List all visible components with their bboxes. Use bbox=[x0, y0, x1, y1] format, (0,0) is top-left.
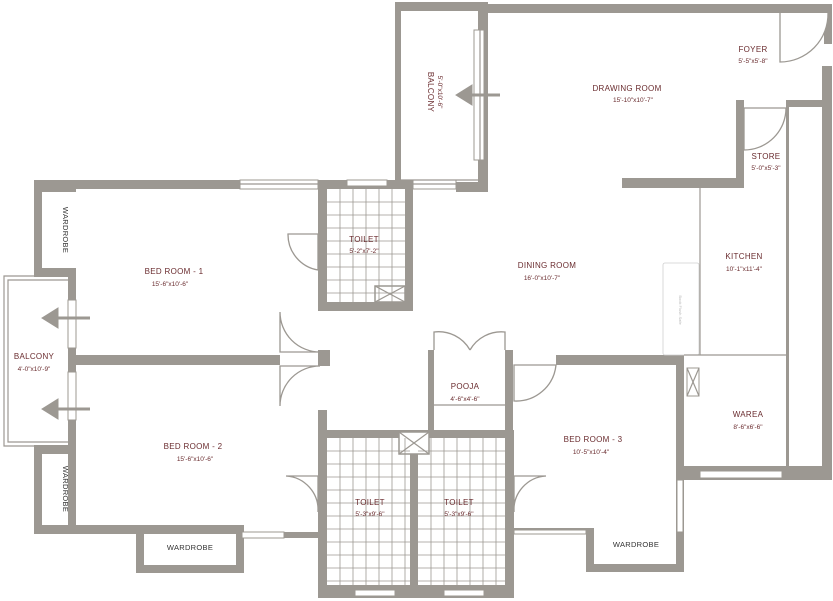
wardrobe-labels: WARDROBE WARDROBE WARDROBE WARDROBE Book… bbox=[61, 207, 683, 552]
kitchen-dim: 10'-1"x11'-4" bbox=[726, 266, 763, 273]
foyer-dim: 5'-5"x5'-8" bbox=[738, 58, 768, 65]
dining-room-label: DINING ROOM bbox=[518, 261, 576, 270]
bedroom-3-dim: 10'-5"x10'-4" bbox=[573, 449, 610, 456]
toilet-1-label: TOILET bbox=[349, 235, 379, 244]
balcony-left-dim: 4'-0"x10'-9" bbox=[18, 366, 51, 373]
room-labels: FOYER 5'-5"x5'-8" DRAWING ROOM 15'-10"x1… bbox=[14, 45, 781, 518]
wardrobe-bedroom-2-side-label: WARDROBE bbox=[61, 466, 70, 512]
store-dim: 5'-0"x5'-3" bbox=[751, 165, 781, 172]
pooja-dim: 4'-6"x4'-6" bbox=[450, 396, 480, 403]
bedroom-3-label: BED ROOM - 3 bbox=[564, 435, 623, 444]
warea-label: WAREA bbox=[733, 410, 764, 419]
toilet-2-dim: 5'-3"x9'-6" bbox=[355, 511, 385, 518]
balcony-top-dim: 5'-0"x10'-6" bbox=[436, 76, 443, 109]
balcony-left-label: BALCONY bbox=[14, 352, 55, 361]
bedroom-2-dim: 15'-6"x10'-6" bbox=[177, 456, 214, 463]
pooja-label: POOJA bbox=[451, 382, 480, 391]
foyer-label: FOYER bbox=[738, 45, 767, 54]
toilet-tiles bbox=[327, 189, 505, 585]
kitchen-counter-label: Book Flush Safe bbox=[678, 295, 683, 325]
balcony-arrows bbox=[41, 84, 500, 420]
toilet-3-label: TOILET bbox=[444, 498, 474, 507]
kitchen-label: KITCHEN bbox=[725, 252, 762, 261]
wardrobe-bedroom-2-bottom-label: WARDROBE bbox=[167, 543, 213, 552]
bedroom-2-label: BED ROOM - 2 bbox=[164, 442, 223, 451]
dining-room-dim: 16'-0"x10'-7" bbox=[524, 275, 561, 282]
warea-dim: 8'-6"x6'-6" bbox=[733, 424, 763, 431]
wardrobe-bedroom-1-label: WARDROBE bbox=[61, 207, 70, 253]
balcony-top-label: BALCONY bbox=[426, 72, 435, 113]
toilet-1-dim: 5'-2"x7'-2" bbox=[349, 248, 379, 255]
wardrobe-bedroom-3-label: WARDROBE bbox=[613, 540, 659, 549]
drawing-room-label: DRAWING ROOM bbox=[592, 84, 661, 93]
bedroom-1-label: BED ROOM - 1 bbox=[145, 267, 204, 276]
toilet-2-label: TOILET bbox=[355, 498, 385, 507]
doors bbox=[279, 12, 829, 513]
store-label: STORE bbox=[752, 152, 781, 161]
bedroom-1-dim: 15'-6"x10'-6" bbox=[152, 281, 189, 288]
drawing-room-dim: 15'-10"x10'-7" bbox=[613, 97, 654, 104]
toilet-3-dim: 5'-3"x9'-6" bbox=[444, 511, 474, 518]
